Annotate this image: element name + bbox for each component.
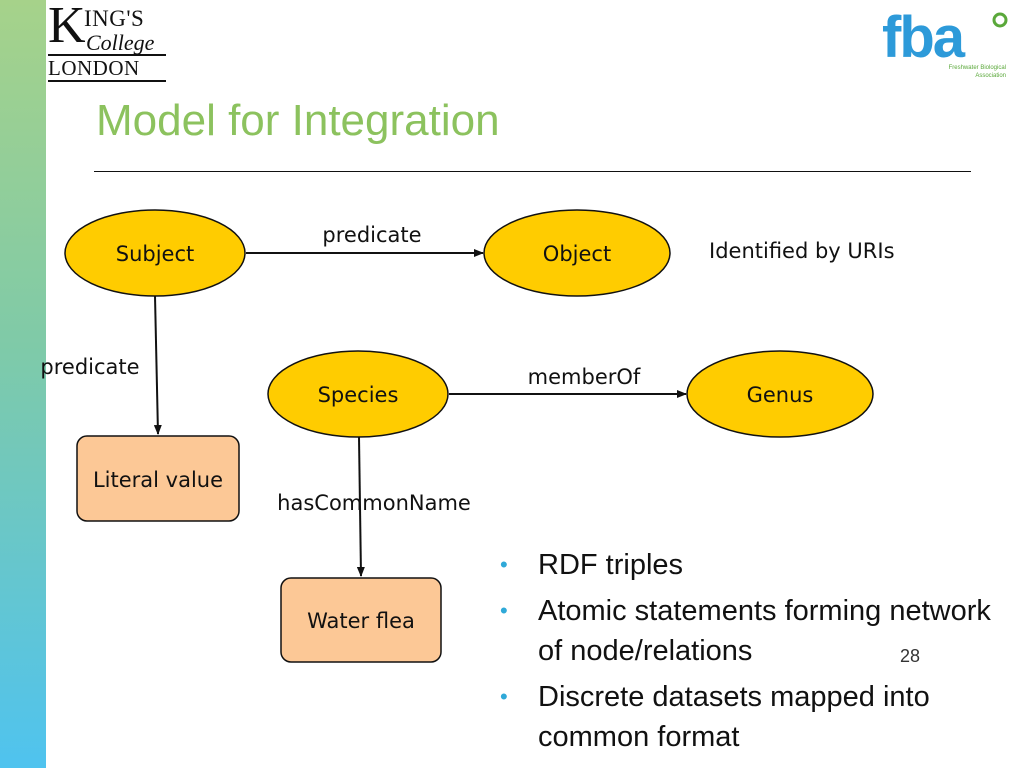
- edge-label-species-water-flea: hasCommonName: [277, 491, 471, 515]
- bullet-text: Atomic statements forming network of nod…: [538, 595, 991, 667]
- logo-text-college: College: [86, 30, 155, 55]
- logo-text-london: LONDON: [48, 56, 140, 80]
- fba-logo-text: fba: [882, 5, 965, 70]
- bullet-dot-icon: •: [500, 598, 508, 623]
- node-water-flea-label: Water flea: [307, 609, 415, 633]
- node-object-label: Object: [543, 242, 611, 266]
- edge-label-subject-literal: predicate: [40, 355, 139, 379]
- bullet-dot-icon: •: [500, 684, 508, 709]
- node-species: Species: [267, 350, 449, 438]
- decorative-side-bar: [0, 0, 46, 768]
- edge-species-water-flea: [356, 436, 365, 577]
- node-literal-value: Literal value: [76, 435, 240, 522]
- node-water-flea: Water flea: [280, 577, 442, 663]
- bullet-dot-icon: •: [500, 552, 508, 577]
- bullet-item: • Atomic statements forming network of no…: [496, 591, 1016, 671]
- fba-logo-mark: [992, 12, 1008, 28]
- title-divider: [94, 171, 971, 172]
- bullet-item: • RDF triples: [496, 545, 1016, 585]
- edge-label-subject-object: predicate: [322, 223, 421, 247]
- node-genus: Genus: [686, 350, 874, 438]
- logo-rule-bottom: [48, 80, 166, 82]
- edge-subject-literal: [153, 295, 162, 435]
- node-genus-label: Genus: [747, 383, 814, 407]
- edge-label-species-genus: memberOf: [528, 365, 641, 389]
- kings-college-london-logo: K ING'S College LONDON: [48, 0, 168, 88]
- logo-rule-top: [48, 54, 166, 56]
- bullet-list: • RDF triples • Atomic statements forming …: [496, 545, 1016, 763]
- bullet-text: RDF triples: [538, 549, 684, 581]
- node-species-label: Species: [318, 383, 399, 407]
- node-subject-label: Subject: [116, 242, 195, 266]
- uri-note: Identified by URIs: [709, 239, 895, 263]
- slide-number: 28: [900, 646, 921, 666]
- node-object: Object: [483, 209, 671, 297]
- fba-logo: fba Freshwater Biological Association: [880, 5, 1012, 92]
- node-subject: Subject: [64, 209, 246, 297]
- logo-text-ings: ING'S: [84, 6, 145, 31]
- node-literal-value-label: Literal value: [93, 468, 223, 492]
- logo-letter-k: K: [48, 0, 86, 54]
- fba-logo-subtitle: Freshwater Biological Association: [948, 65, 1006, 79]
- bullet-item: • Discrete datasets mapped into common fo…: [496, 677, 1016, 757]
- bullet-text: Discrete datasets mapped into common for…: [538, 681, 930, 753]
- slide-title: Model for Integration: [96, 96, 500, 145]
